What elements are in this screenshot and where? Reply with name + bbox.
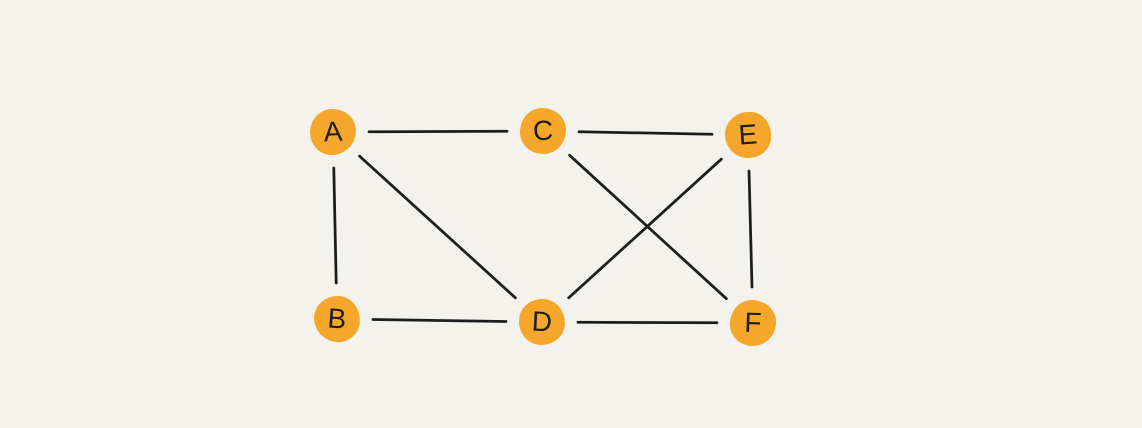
edge-E-F (747, 169, 754, 289)
node-label-F: F (743, 306, 763, 339)
node-F: F (729, 299, 777, 347)
edge-D-F (576, 320, 719, 325)
node-C: C (519, 107, 567, 155)
node-label-E: E (737, 118, 759, 151)
edge-D-E (567, 157, 723, 300)
edge-B-D (371, 318, 508, 323)
edge-A-C (367, 129, 509, 134)
node-E: E (723, 110, 773, 160)
node-label-A: A (322, 115, 344, 148)
node-label-B: B (326, 302, 348, 335)
edge-A-B (332, 166, 338, 285)
node-label-D: D (531, 305, 553, 338)
node-B: B (312, 294, 362, 344)
node-label-C: C (532, 114, 554, 147)
edge-A-D (358, 154, 517, 300)
node-D: D (517, 297, 567, 347)
node-A: A (308, 107, 358, 157)
edge-C-E (577, 130, 714, 136)
